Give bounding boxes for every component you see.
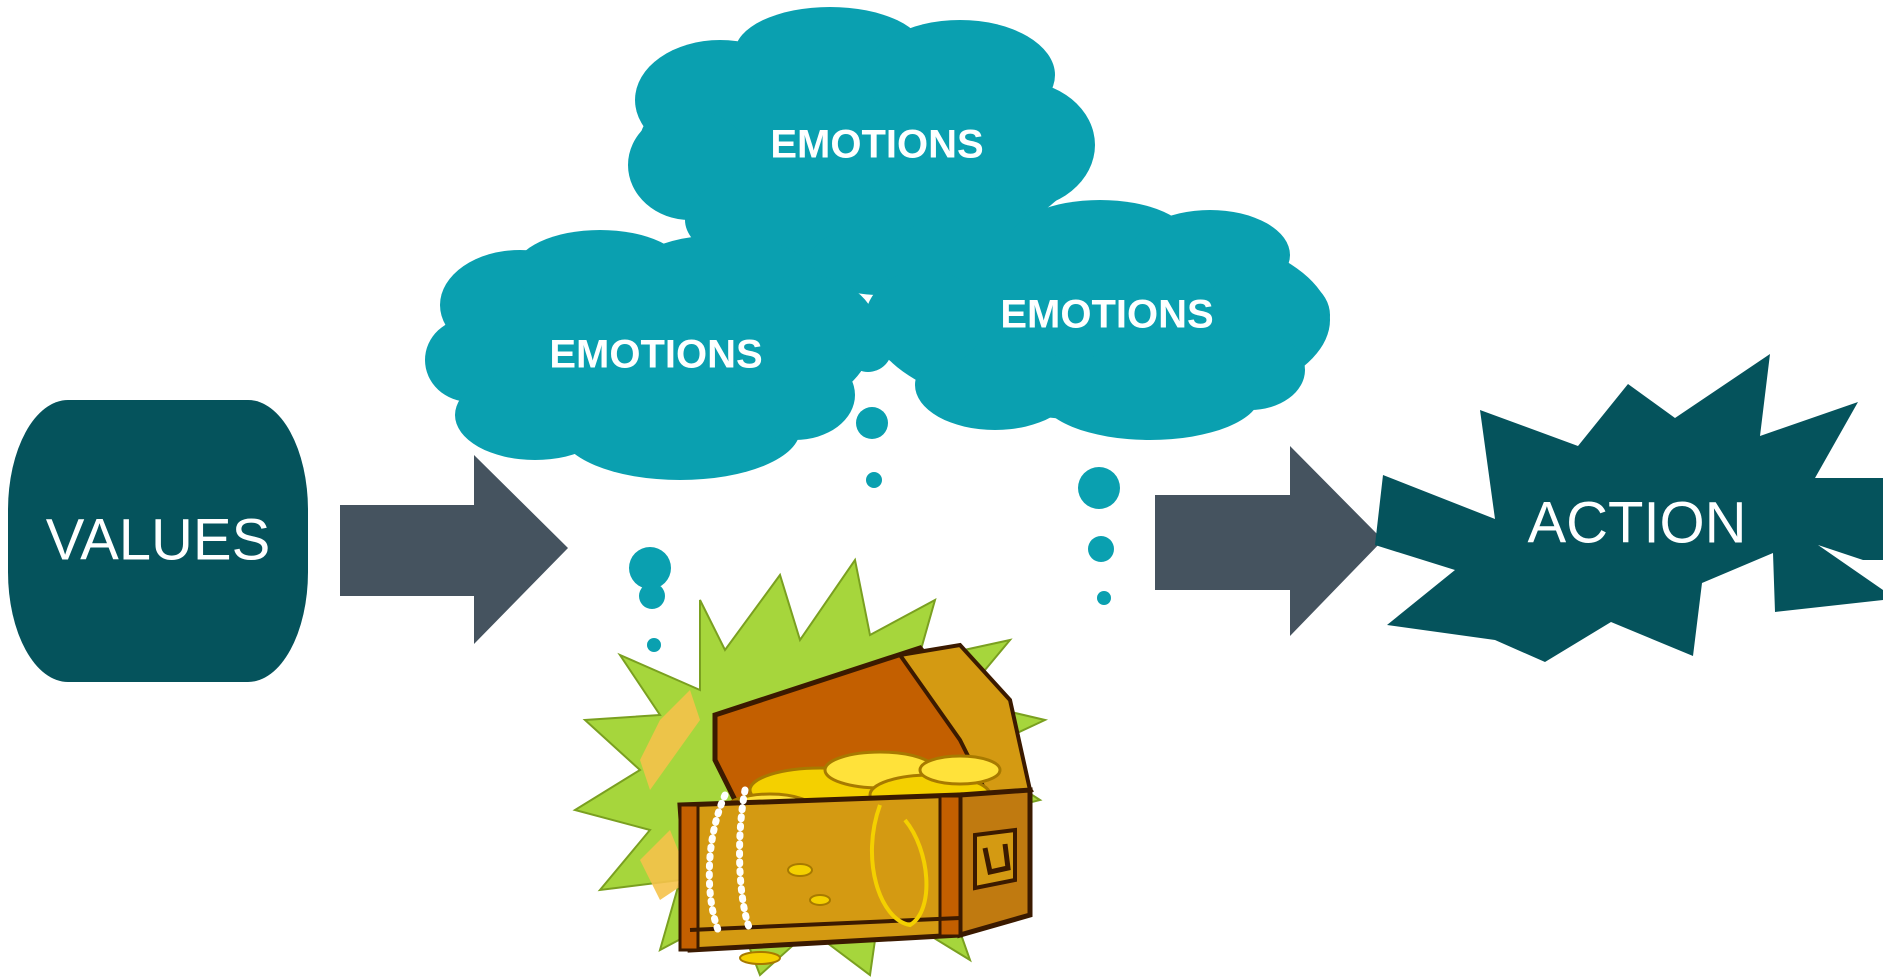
arrow-values-to-emotions	[340, 455, 568, 644]
action-label: ACTION	[1527, 490, 1746, 555]
treasure-chest-icon	[572, 557, 1049, 977]
emotions-label-right: EMOTIONS	[1000, 293, 1213, 337]
action-block: ACTION	[1375, 354, 1883, 662]
arrow-emotions-to-action	[1155, 446, 1383, 636]
thought-dots	[629, 407, 1120, 652]
emotions-cloud-left	[425, 230, 877, 480]
emotions-label-top: EMOTIONS	[770, 123, 983, 167]
action-burst	[1375, 354, 1883, 662]
emotions-label-left: EMOTIONS	[549, 333, 762, 377]
emotions-cloud-right	[865, 200, 1330, 440]
values-block: VALUES	[8, 400, 308, 682]
values-box	[8, 400, 308, 682]
values-label: VALUES	[46, 507, 271, 572]
cloud-connector-dot	[844, 324, 892, 372]
